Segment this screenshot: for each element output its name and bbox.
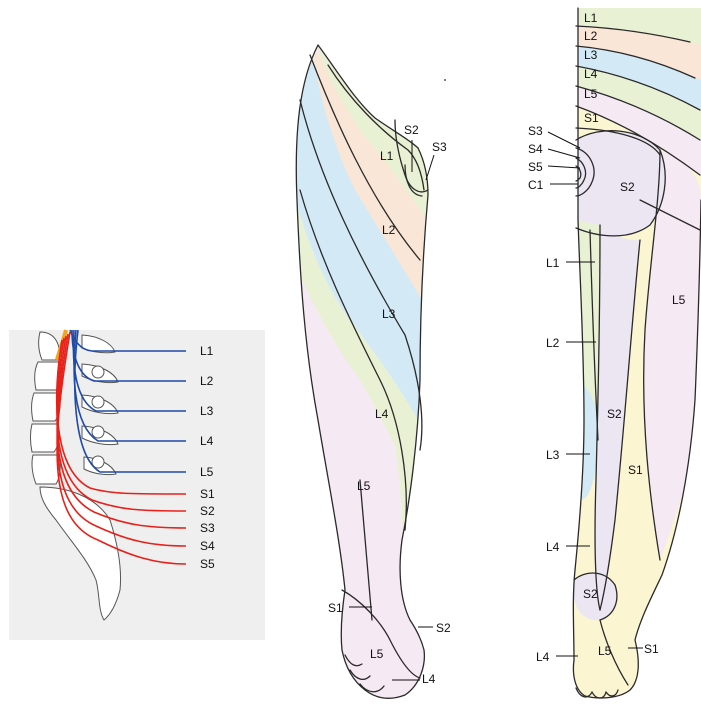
post-zone-L5: L5 bbox=[672, 293, 686, 307]
post-callout-L2: L2 bbox=[546, 336, 560, 350]
post-callout-L3: L3 bbox=[546, 448, 560, 462]
label-L2: L2 bbox=[200, 374, 214, 388]
ant-callout-L4: L4 bbox=[422, 672, 436, 686]
ant-zone-L2: L2 bbox=[382, 223, 396, 237]
post-zone-L5-foot: L5 bbox=[598, 644, 612, 658]
label-S3: S3 bbox=[200, 521, 215, 535]
post-band-label-S1: S1 bbox=[584, 111, 599, 125]
post-band-label-L2: L2 bbox=[584, 29, 598, 43]
label-L4: L4 bbox=[200, 434, 214, 448]
ant-callout-S1: S1 bbox=[328, 601, 343, 615]
anterior-leg: L1 L2 L3 L4 L5 S2 S3 S1 S2 L5 L4 bbox=[280, 40, 451, 707]
post-zone-S1: S1 bbox=[628, 463, 643, 477]
post-band-label-L3: L3 bbox=[584, 48, 598, 62]
post-label-C1: C1 bbox=[528, 178, 544, 192]
ant-zone-L1: L1 bbox=[380, 149, 394, 163]
posterior-leg: L1 L2 L3 L4 L5 S1 S3 S4 S5 C1 S2 L1 L2 L… bbox=[528, 0, 701, 707]
post-callout-L4: L4 bbox=[546, 540, 560, 554]
ant-zone-L3: L3 bbox=[382, 307, 396, 321]
posterior-left-callouts: L1 L2 L3 L4 bbox=[546, 256, 560, 554]
ant-foot-L5: L5 bbox=[370, 647, 384, 661]
post-callout-L1: L1 bbox=[546, 256, 560, 270]
post-zone-S2: S2 bbox=[607, 407, 622, 421]
post-label-S2-buttock: S2 bbox=[620, 180, 635, 194]
label-S1: S1 bbox=[200, 487, 215, 501]
label-S2: S2 bbox=[200, 504, 215, 518]
ant-callout-S2: S2 bbox=[404, 123, 419, 137]
post-band-label-L5: L5 bbox=[584, 87, 598, 101]
label-S5: S5 bbox=[200, 557, 215, 571]
post-label-S3: S3 bbox=[528, 124, 543, 138]
label-L5: L5 bbox=[200, 465, 214, 479]
post-foot-L4: L4 bbox=[536, 650, 550, 664]
label-L1: L1 bbox=[200, 344, 214, 358]
spine-inset: L1 L2 L3 L4 L5 S1 S2 S3 S4 S5 bbox=[9, 330, 265, 640]
ant-zone-L5: L5 bbox=[357, 479, 371, 493]
post-band-label-L4: L4 bbox=[584, 67, 598, 81]
ant-callout-S3: S3 bbox=[432, 140, 447, 154]
ant-callout-S2-foot: S2 bbox=[436, 621, 451, 635]
post-zone-S2-heel: S2 bbox=[583, 587, 598, 601]
label-S4: S4 bbox=[200, 539, 215, 553]
post-label-S5: S5 bbox=[528, 160, 543, 174]
stray-mark bbox=[444, 79, 446, 81]
post-label-S4: S4 bbox=[528, 142, 543, 156]
ant-zone-L4: L4 bbox=[375, 407, 389, 421]
label-L3: L3 bbox=[200, 404, 214, 418]
post-foot-S1: S1 bbox=[644, 642, 659, 656]
post-band-label-L1: L1 bbox=[584, 11, 598, 25]
